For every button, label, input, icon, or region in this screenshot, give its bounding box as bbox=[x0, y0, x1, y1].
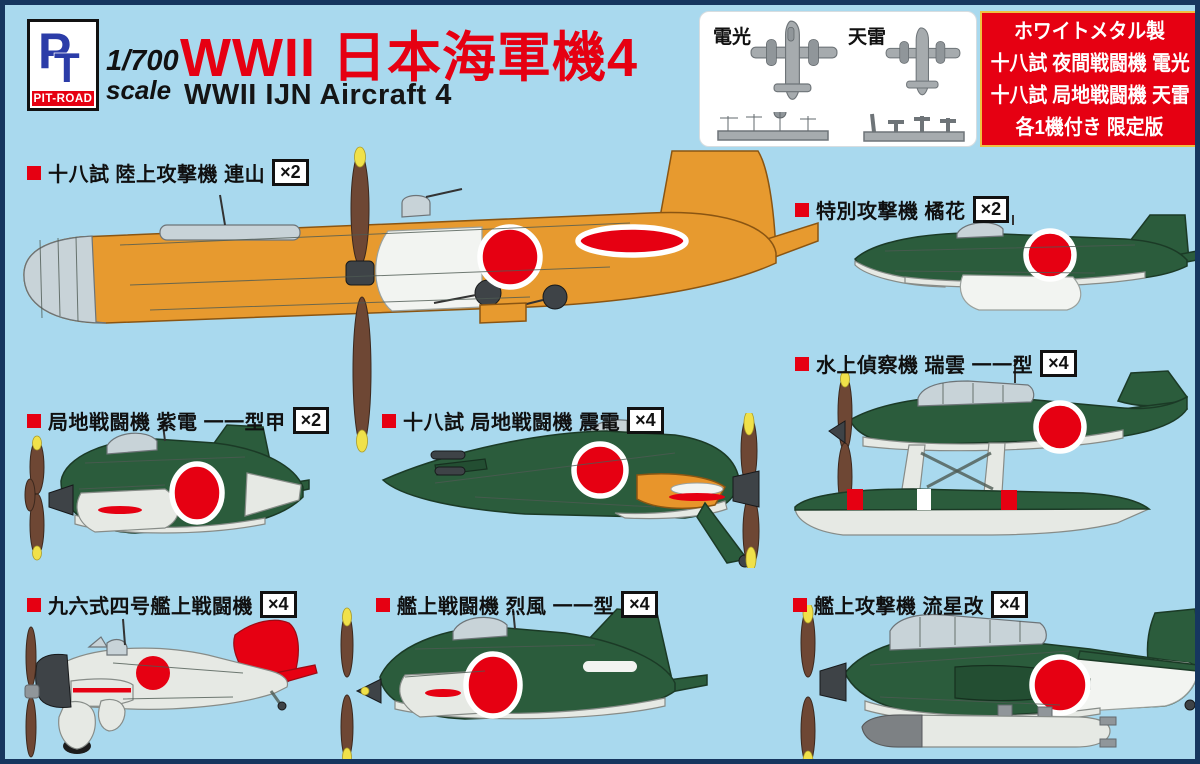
page-subtitle: WWII IJN Aircraft 4 bbox=[184, 79, 452, 111]
quantity-badge: ×4 bbox=[627, 407, 664, 434]
hinomaru-roundel bbox=[1023, 228, 1077, 282]
scale-value: 1/700 bbox=[106, 45, 179, 77]
hinomaru-roundel bbox=[169, 461, 225, 525]
caption-text: 局地戦闘機 紫電 一一型甲 bbox=[48, 412, 286, 434]
red-box-line: 各1機付き 限定版 bbox=[1015, 115, 1164, 139]
denko-metal-casting-photo bbox=[750, 20, 838, 100]
hinomaru-roundel bbox=[463, 651, 523, 719]
red-square-bullet-icon bbox=[382, 413, 396, 428]
bonus-label-denko: 電光 bbox=[713, 27, 752, 48]
quantity-badge: ×2 bbox=[972, 196, 1010, 223]
caption-text: 十八試 陸上攻撃機 連山 bbox=[48, 164, 266, 186]
red-square-bullet-icon bbox=[795, 202, 809, 217]
caption-zuiun: 水上偵察機 瑞雲 一一型 ×4 bbox=[795, 349, 1077, 378]
red-square-bullet-icon bbox=[27, 165, 41, 180]
caption-kikka: 特別攻撃機 橘花 ×2 bbox=[795, 195, 1010, 224]
scale-word: scale bbox=[106, 74, 172, 105]
hinomaru-roundel bbox=[571, 441, 629, 499]
caption-a5m: 九六式四号艦上戦闘機 ×4 bbox=[27, 590, 297, 619]
quantity-badge: ×4 bbox=[621, 591, 658, 618]
kikka-jet-illustration bbox=[845, 213, 1195, 345]
red-box-line: 十八試 局地戦闘機 天雷 bbox=[990, 83, 1190, 107]
caption-text: 特別攻撃機 橘花 bbox=[816, 201, 966, 223]
a5m-fighter-illustration bbox=[13, 615, 343, 759]
logo-brand-text: PIT-ROAD bbox=[32, 91, 94, 106]
pit-road-monogram-icon: P T bbox=[30, 22, 96, 92]
red-square-bullet-icon bbox=[376, 597, 390, 612]
logo-letter-p: P bbox=[38, 23, 71, 79]
red-square-bullet-icon bbox=[27, 413, 41, 428]
hinomaru-roundel bbox=[477, 224, 543, 290]
scale-text: 1/700 scale bbox=[106, 45, 179, 105]
caption-text: 艦上攻撃機 流星改 bbox=[814, 596, 985, 618]
quantity-badge: ×4 bbox=[1040, 350, 1077, 377]
red-square-bullet-icon bbox=[27, 597, 41, 612]
caption-text: 十八試 局地戦闘機 震電 bbox=[403, 412, 621, 434]
limited-edition-red-box: ホワイトメタル製 十八試 夜間戦闘機 電光 十八試 局地戦闘機 天雷 各1機付き… bbox=[980, 11, 1195, 147]
quantity-badge: ×4 bbox=[991, 591, 1028, 618]
hinomaru-roundel bbox=[136, 656, 170, 690]
reppu-fighter-illustration bbox=[335, 605, 713, 759]
shinden-fighter-illustration bbox=[375, 413, 775, 568]
page-title: WWII 日本海軍機4 bbox=[180, 28, 638, 88]
shiden-fighter-illustration bbox=[15, 423, 345, 573]
quantity-badge: ×4 bbox=[260, 591, 297, 618]
caption-shiden: 局地戦闘機 紫電 一一型甲 ×2 bbox=[27, 406, 330, 435]
tenrai-sprue-photo bbox=[863, 113, 965, 142]
caption-text: 九六式四号艦上戦闘機 bbox=[48, 596, 253, 618]
hinomaru-roundel bbox=[575, 224, 689, 258]
ryusei-attack-plane-illustration bbox=[770, 605, 1195, 759]
zuiun-floatplane-illustration bbox=[783, 357, 1195, 569]
red-box-line: ホワイトメタル製 bbox=[1014, 19, 1165, 43]
pit-road-logo: P T PIT-ROAD bbox=[27, 19, 99, 111]
caption-reppu: 艦上戦闘機 烈風 一一型 ×4 bbox=[376, 590, 658, 619]
caption-ryusei: 艦上攻撃機 流星改 ×4 bbox=[793, 590, 1028, 619]
caption-text: 水上偵察機 瑞雲 一一型 bbox=[816, 355, 1034, 377]
red-box-line: 十八試 夜間戦闘機 電光 bbox=[990, 51, 1190, 75]
red-square-bullet-icon bbox=[793, 597, 807, 612]
tenrai-metal-casting-photo bbox=[885, 27, 961, 96]
renzan-bomber-illustration bbox=[10, 145, 820, 495]
bonus-parts-photo-box: 電光 天雷 bbox=[699, 11, 977, 147]
caption-renzan: 十八試 陸上攻撃機 連山 ×2 bbox=[27, 158, 309, 187]
hinomaru-roundel bbox=[1033, 400, 1087, 454]
denko-sprue-photo bbox=[717, 111, 829, 141]
quantity-badge: ×2 bbox=[292, 407, 330, 434]
logo-letter-t: T bbox=[54, 44, 80, 84]
quantity-badge: ×2 bbox=[272, 159, 309, 186]
caption-shinden: 十八試 局地戦闘機 震電 ×4 bbox=[382, 406, 664, 435]
red-square-bullet-icon bbox=[795, 356, 809, 371]
caption-text: 艦上戦闘機 烈風 一一型 bbox=[397, 596, 615, 618]
bonus-label-tenrai: 天雷 bbox=[848, 27, 887, 48]
hinomaru-roundel bbox=[1029, 654, 1091, 716]
